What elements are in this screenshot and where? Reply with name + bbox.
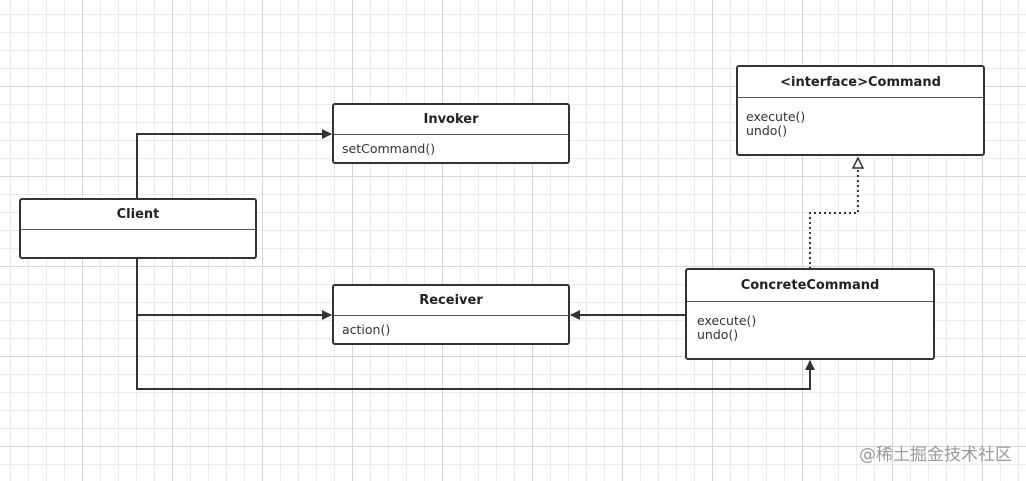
association-client-receiver (136, 258, 332, 320)
association-client-concretecommand (136, 315, 815, 390)
receiver-methods: action() (334, 316, 568, 343)
receiver-class[interactable]: Receiver action() (332, 284, 570, 345)
method-action: action() (342, 322, 391, 337)
watermark-text: @稀土掘金技术社区 (859, 445, 1012, 465)
concretecommand-class[interactable]: ConcreteCommand execute() undo() (685, 268, 935, 360)
class-name: Receiver (419, 293, 483, 308)
command-interface-header: <interface>Command (738, 67, 983, 98)
concretecommand-header: ConcreteCommand (687, 270, 933, 302)
client-methods (21, 230, 255, 242)
realization-concretecommand-command (809, 158, 858, 269)
class-name: Client (116, 207, 160, 222)
command-interface-class[interactable]: <interface>Command execute() undo() (736, 65, 985, 156)
method-undo: undo() (746, 123, 788, 138)
class-name: ConcreteCommand (740, 278, 880, 293)
association-client-invoker (136, 129, 332, 199)
method-undo: undo() (697, 327, 739, 342)
invoker-header: Invoker (334, 105, 568, 135)
method-execute: execute() (746, 109, 806, 124)
client-class[interactable]: Client (19, 198, 257, 259)
concretecommand-methods: execute() undo() (687, 302, 933, 348)
class-name: <interface>Command (780, 74, 941, 90)
method-setcommand: setCommand() (342, 141, 436, 156)
command-interface-methods: execute() undo() (738, 98, 983, 144)
receiver-header: Receiver (334, 286, 568, 316)
class-name: Invoker (423, 112, 479, 127)
method-execute: execute() (697, 313, 757, 328)
invoker-class[interactable]: Invoker setCommand() (332, 103, 570, 164)
client-header: Client (21, 200, 255, 230)
invoker-methods: setCommand() (334, 135, 568, 162)
